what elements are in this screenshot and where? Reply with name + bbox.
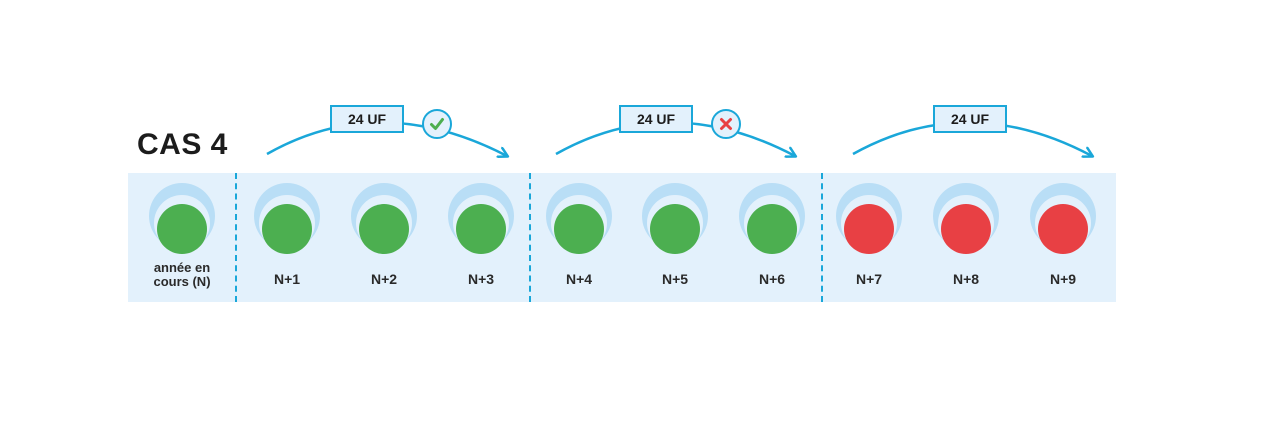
status-dot: [844, 204, 894, 254]
status-dot: [554, 204, 604, 254]
year-n6: N+6: [736, 183, 816, 293]
year-label: N+6: [758, 271, 786, 287]
status-dot: [456, 204, 506, 254]
status-dot: [157, 204, 207, 254]
status-dot: [650, 204, 700, 254]
case-title: CAS 4: [137, 128, 228, 161]
period-divider: [235, 173, 237, 302]
year-current: année en cours (N): [146, 183, 226, 293]
year-n8: N+8: [930, 183, 1010, 293]
year-label: N+2: [370, 271, 398, 287]
transfer-amount-box: 24 UF: [330, 105, 404, 133]
year-n7: N+7: [833, 183, 913, 293]
transfer-amount-box: 24 UF: [933, 105, 1007, 133]
status-dot: [941, 204, 991, 254]
year-n2: N+2: [348, 183, 428, 293]
year-n5: N+5: [639, 183, 719, 293]
status-dot: [359, 204, 409, 254]
year-label: N+4: [565, 271, 593, 287]
check-icon: [422, 109, 452, 139]
transfer-amount-box: 24 UF: [619, 105, 693, 133]
year-label: N+1: [273, 271, 301, 287]
year-n1: N+1: [251, 183, 331, 293]
year-label: N+7: [855, 271, 883, 287]
year-label: année en cours (N): [153, 260, 211, 289]
year-n3: N+3: [445, 183, 525, 293]
status-dot: [1038, 204, 1088, 254]
status-dot: [747, 204, 797, 254]
cross-icon: [711, 109, 741, 139]
year-label: N+8: [952, 271, 980, 287]
year-n4: N+4: [543, 183, 623, 293]
year-label: N+5: [661, 271, 689, 287]
period-divider: [529, 173, 531, 302]
period-divider: [821, 173, 823, 302]
year-label: N+9: [1049, 271, 1077, 287]
status-dot: [262, 204, 312, 254]
year-n9: N+9: [1027, 183, 1107, 293]
year-label: N+3: [467, 271, 495, 287]
